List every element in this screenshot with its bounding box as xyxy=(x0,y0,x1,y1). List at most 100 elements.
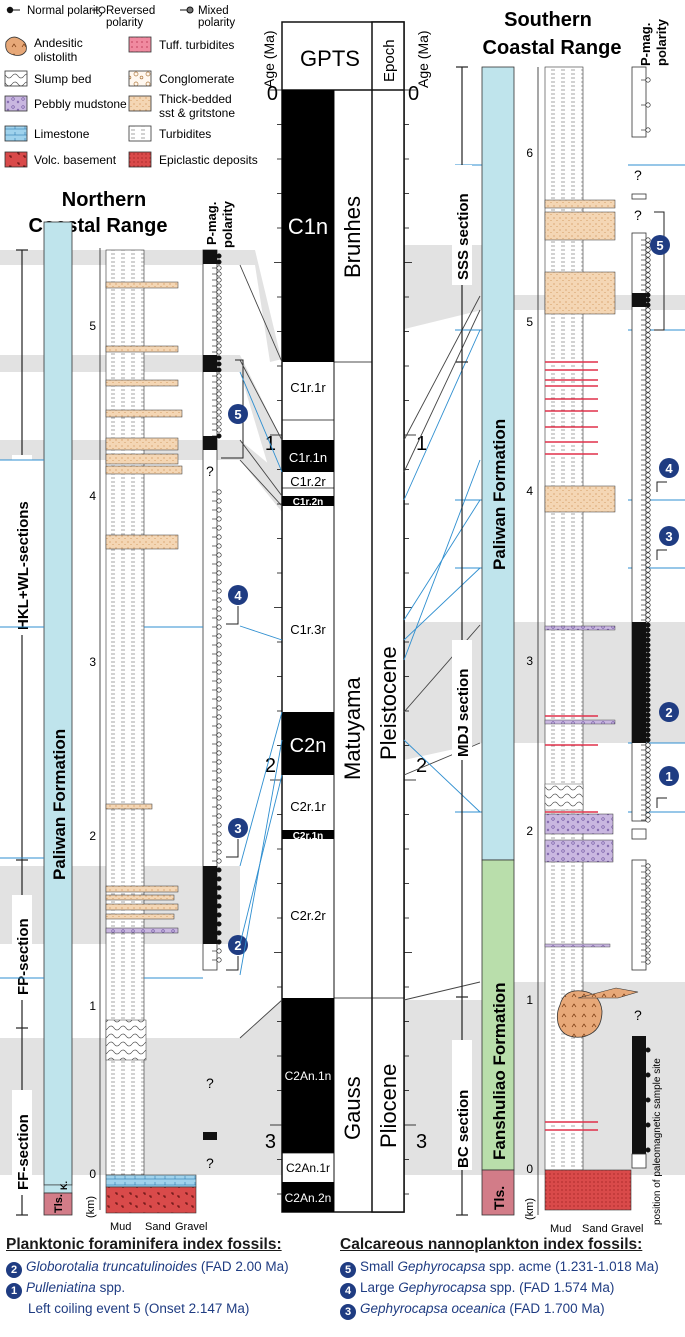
chron-c2an1n xyxy=(282,998,334,1153)
sample-site xyxy=(645,407,651,413)
sample-site xyxy=(645,402,651,408)
sample-site xyxy=(645,732,651,738)
epoch-pleistocene: Pleistocene xyxy=(376,646,401,760)
sample-site xyxy=(645,492,651,498)
sample-site xyxy=(216,307,222,313)
sample-site xyxy=(645,262,651,268)
sample-site xyxy=(645,422,651,428)
sample-site xyxy=(645,1047,651,1053)
sample-site xyxy=(645,682,651,688)
north-marker-3: 3 xyxy=(226,818,248,858)
sample-site xyxy=(645,452,651,458)
svg-text:3: 3 xyxy=(265,1131,276,1153)
sample-site xyxy=(645,707,651,713)
south-tuff-beds xyxy=(545,361,598,1131)
south-section-sss: SSS section xyxy=(455,193,472,280)
sample-site xyxy=(216,579,222,585)
sample-site xyxy=(645,552,651,558)
nannoplankton-notes: Calcareous nannoplankton index fossils: … xyxy=(340,1236,659,1320)
svg-text:4: 4 xyxy=(89,489,96,503)
sample-site xyxy=(216,259,222,265)
sample-site xyxy=(216,283,222,289)
sample-site xyxy=(645,302,651,308)
north-marker-2: 2 xyxy=(226,935,248,971)
sample-site xyxy=(645,472,651,478)
sample-site xyxy=(645,947,651,953)
svg-text:(km): (km) xyxy=(85,1196,97,1218)
svg-text:3: 3 xyxy=(526,654,533,668)
sample-site xyxy=(216,885,222,891)
svg-text:Age (Ma): Age (Ma) xyxy=(261,30,277,88)
svg-text:Reversed: Reversed xyxy=(106,5,155,17)
sample-site xyxy=(216,355,222,361)
chron-brunhes: Brunhes xyxy=(340,196,365,278)
sample-site xyxy=(645,807,651,813)
svg-text:Thick-bedded: Thick-bedded xyxy=(159,92,232,106)
sample-site xyxy=(216,516,222,522)
sample-site xyxy=(216,343,222,349)
sample-site xyxy=(216,894,222,900)
svg-text:C1r.2r: C1r.2r xyxy=(290,474,326,489)
sample-site xyxy=(216,822,222,828)
sample-site xyxy=(645,457,651,463)
sample-site xyxy=(216,849,222,855)
svg-text:2: 2 xyxy=(526,824,533,838)
sample-site xyxy=(216,427,222,433)
south-pmag-label: P-mag. xyxy=(638,23,653,66)
svg-text:Tls.: Tls. xyxy=(53,1194,65,1213)
sample-site xyxy=(645,432,651,438)
sample-site xyxy=(645,487,651,493)
sample-site xyxy=(645,959,651,965)
north-grain-size-labels: Mud Sand Gravel xyxy=(110,1221,207,1233)
sample-site xyxy=(645,592,651,598)
sample-site xyxy=(645,787,651,793)
sample-site xyxy=(645,692,651,698)
svg-text:2: 2 xyxy=(416,755,427,777)
svg-text:C2r.1r: C2r.1r xyxy=(290,799,326,814)
north-tls-unit xyxy=(43,1192,73,1216)
svg-text:Fanshuliao Formation: Fanshuliao Formation xyxy=(490,982,509,1160)
sample-site xyxy=(645,642,651,648)
northern-section: Northern Coastal Range P-mag. polarity H… xyxy=(12,189,248,1233)
sample-site xyxy=(645,532,651,538)
sample-site xyxy=(645,712,651,718)
svg-text:Paliwan Formation: Paliwan Formation xyxy=(50,729,69,880)
sample-site xyxy=(645,632,651,638)
svg-text:0: 0 xyxy=(89,1167,96,1181)
svg-text:2: 2 xyxy=(665,705,672,720)
svg-text:C2r.1n: C2r.1n xyxy=(293,831,324,842)
svg-text:5: 5 xyxy=(526,315,533,329)
southern-section: Southern Coastal Range P-mag. polarity S… xyxy=(452,9,679,1235)
sample-site xyxy=(216,714,222,720)
legend-epiclastic-deposits: Epiclastic deposits xyxy=(128,151,258,168)
svg-text:Tls.: Tls. xyxy=(491,1186,507,1210)
sample-site xyxy=(645,722,651,728)
foraminifera-heading: Planktonic foraminifera index fossils: xyxy=(6,1236,282,1253)
sample-site xyxy=(216,361,222,367)
south-title-line2: Coastal Range xyxy=(483,37,622,59)
legend-normal-polarity: Normal polarity xyxy=(6,5,105,17)
svg-text:C2An.2n: C2An.2n xyxy=(285,1191,332,1205)
sample-site xyxy=(645,372,651,378)
sample-site xyxy=(216,349,222,355)
sample-site xyxy=(216,337,222,343)
sample-site xyxy=(216,534,222,540)
north-section-ff: FF-section xyxy=(15,1114,32,1190)
svg-text:C2r.2r: C2r.2r xyxy=(290,908,326,923)
svg-text:2: 2 xyxy=(265,755,276,777)
sample-site xyxy=(645,297,651,303)
svg-text:C2An.1n: C2An.1n xyxy=(285,1069,332,1083)
sample-site xyxy=(645,899,651,905)
index-fossil-notes: Planktonic foraminifera index fossils: 2… xyxy=(0,1236,685,1337)
sample-site xyxy=(216,421,222,427)
svg-text:Slump bed: Slump bed xyxy=(34,72,91,86)
north-sandstone-beds xyxy=(105,281,183,920)
north-question-marks: ? ? ? xyxy=(206,463,214,1171)
sample-site xyxy=(645,567,651,573)
gpts-column: GPTS Epoch Age (Ma) Age (Ma) 0 1 2 3 0 1… xyxy=(261,21,431,1213)
sample-site xyxy=(216,858,222,864)
sample-site xyxy=(645,267,651,273)
sample-site xyxy=(216,367,222,373)
